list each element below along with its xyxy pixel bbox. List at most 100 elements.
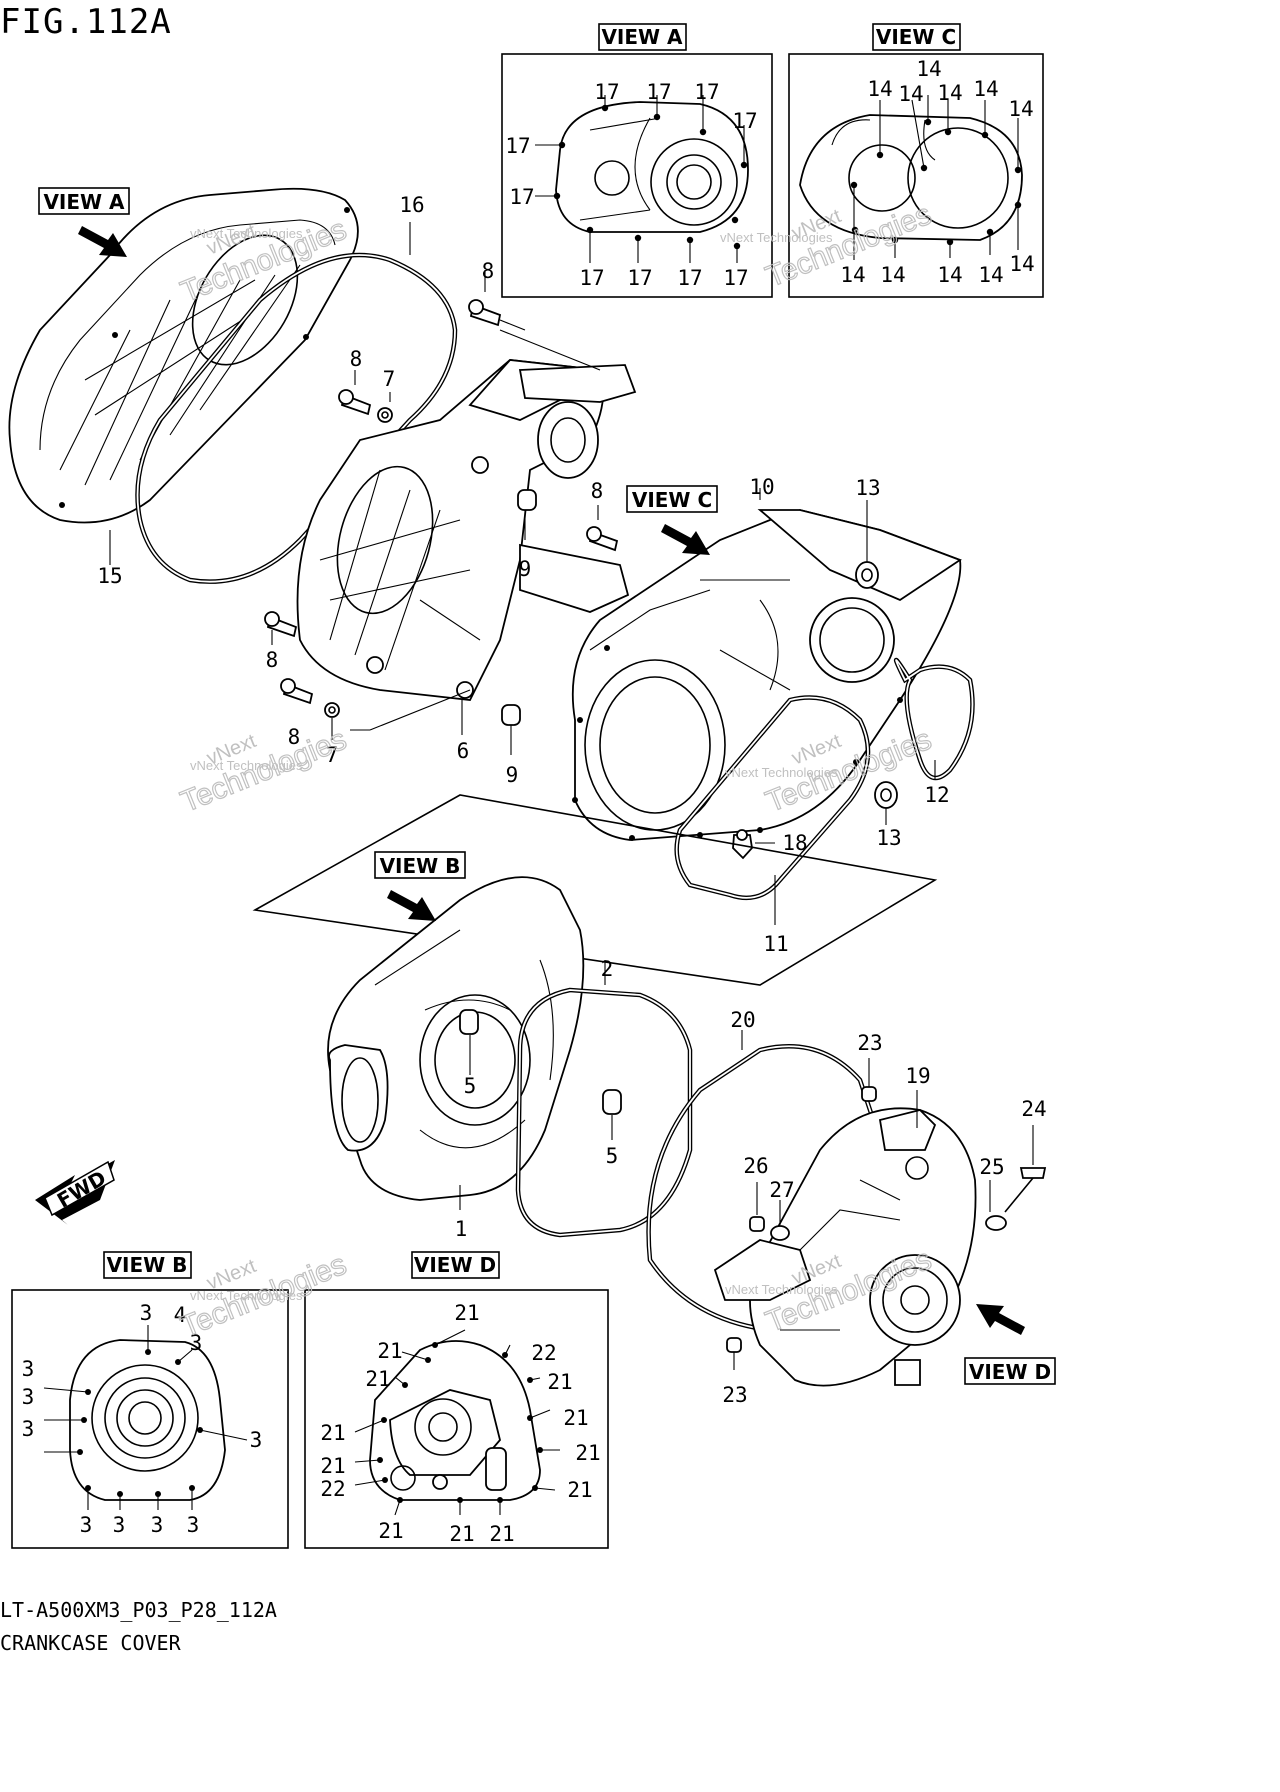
- part-3-label: 3: [250, 1428, 263, 1452]
- part-21-label: 21: [377, 1339, 402, 1363]
- part-17-label: 17: [732, 109, 757, 133]
- part-15-label: 15: [97, 564, 122, 588]
- crankcase-cover-part-10: 10 13 13 12 11 18: [571, 475, 975, 956]
- part-24-label: 24: [1021, 1097, 1046, 1121]
- part-17-label: 17: [594, 80, 619, 104]
- part-3-label: 3: [187, 1513, 200, 1537]
- part-4-label: 4: [174, 1303, 187, 1327]
- diagram-name: CRANKCASE COVER: [0, 1631, 181, 1655]
- magneto-cover-assembly: 5 5 1 2: [327, 876, 693, 1241]
- part-20-label: 20: [730, 1008, 755, 1032]
- part-9-label: 9: [519, 557, 532, 581]
- watermark-line3: vNext Technologies: [190, 758, 303, 773]
- part-17-label: 17: [509, 185, 534, 209]
- assembly-plane: [252, 794, 938, 986]
- outer-cover-part-15: [8, 187, 359, 524]
- view-d-pointer: VIEW D: [964, 1304, 1056, 1385]
- part-13-label: 13: [876, 826, 901, 850]
- view-a-pointer: VIEW A: [38, 187, 130, 257]
- view-c-pointer: VIEW C: [626, 485, 718, 555]
- part-26-label: 26: [743, 1154, 768, 1178]
- view-d-inset-tag: VIEW D: [414, 1253, 496, 1277]
- inner-case-part-6: [296, 329, 637, 701]
- figure-title: FIG.112A: [0, 2, 172, 42]
- part-14-label: 14: [1009, 252, 1034, 276]
- part-21-label: 21: [575, 1441, 600, 1465]
- part-14-label: 14: [916, 57, 941, 81]
- part-1-label: 1: [455, 1217, 468, 1241]
- view-a-tag: VIEW A: [43, 190, 125, 214]
- part-21-label: 21: [378, 1519, 403, 1543]
- watermark-line3: vNext Technologies: [190, 1288, 303, 1303]
- part-14-label: 14: [937, 263, 962, 287]
- part-14-label: 14: [880, 263, 905, 287]
- part-8-label: 8: [482, 259, 495, 283]
- part-21-label: 21: [449, 1522, 474, 1546]
- part-3-label: 3: [22, 1417, 35, 1441]
- part-11-label: 11: [763, 932, 788, 956]
- part-22-label: 22: [320, 1477, 345, 1501]
- watermark-line3: vNext Technologies: [725, 765, 838, 780]
- part-3-label: 3: [140, 1301, 153, 1325]
- part-21-label: 21: [365, 1367, 390, 1391]
- part-21-label: 21: [567, 1478, 592, 1502]
- view-b-pointer: VIEW B: [374, 851, 466, 921]
- view-d-tag: VIEW D: [969, 1360, 1051, 1384]
- part-9-label: 9: [506, 763, 519, 787]
- part-6-label: 6: [457, 739, 470, 763]
- part-8-label: 8: [591, 479, 604, 503]
- part-3-label: 3: [113, 1513, 126, 1537]
- part-14-label: 14: [973, 77, 998, 101]
- part-14-label: 14: [1008, 97, 1033, 121]
- view-c-tag: VIEW C: [632, 488, 712, 512]
- dipstick-part-24: [1019, 1167, 1047, 1179]
- part-17-label: 17: [627, 266, 652, 290]
- part-2-label: 2: [601, 957, 614, 981]
- part-23-label: 23: [722, 1383, 747, 1407]
- fwd-arrow: FWD: [35, 1160, 115, 1225]
- part-8-label: 8: [288, 725, 301, 749]
- part-18-label: 18: [782, 831, 807, 855]
- watermark-line3: vNext Technologies: [190, 226, 303, 241]
- view-b-tag: VIEW B: [380, 854, 461, 878]
- part-14-label: 14: [937, 81, 962, 105]
- view-a-inset-tag: VIEW A: [601, 25, 683, 49]
- part-21-label: 21: [454, 1301, 479, 1325]
- part-17-label: 17: [694, 80, 719, 104]
- part-14-label: 14: [898, 82, 923, 106]
- view-b-inset-tag: VIEW B: [107, 1253, 188, 1277]
- part-21-label: 21: [320, 1421, 345, 1445]
- part-10-label: 10: [749, 475, 774, 499]
- part-14-label: 14: [978, 263, 1003, 287]
- part-25-label: 25: [979, 1155, 1004, 1179]
- right-cover-assembly: 20 19 23 23 24 25 26 27: [646, 1008, 1047, 1407]
- part-17-label: 17: [723, 266, 748, 290]
- part-3-label: 3: [151, 1513, 164, 1537]
- part-17-label: 17: [579, 266, 604, 290]
- part-3-label: 3: [190, 1331, 203, 1355]
- view-c-inset-tag: VIEW C: [876, 25, 956, 49]
- case-fasteners: 8 8 7 8 8 8 7 9 9 6: [264, 259, 619, 787]
- part-19-label: 19: [905, 1064, 930, 1088]
- part-3-label: 3: [22, 1385, 35, 1409]
- part-5-label: 5: [606, 1144, 619, 1168]
- part-14-label: 14: [840, 263, 865, 287]
- part-21-label: 21: [547, 1370, 572, 1394]
- inset-view-d: VIEW D 21 21 22 21 21 21 21 21 21 22 21 …: [304, 1251, 609, 1549]
- inset-view-a: VIEW A 17 17 17 17 17 17 17 17 17 17: [501, 23, 773, 298]
- part-3-label: 3: [80, 1513, 93, 1537]
- part-17-label: 17: [505, 134, 530, 158]
- part-23-label: 23: [857, 1031, 882, 1055]
- part-7-label: 7: [326, 743, 339, 767]
- part-8-label: 8: [266, 648, 279, 672]
- outer-cover-assembly: 15 16: [8, 187, 458, 588]
- inset-view-c: VIEW C 14 14 14 14 14 14 14 14 14 14 14: [788, 23, 1044, 298]
- watermark-line3: vNext Technologies: [720, 230, 833, 245]
- part-14-label: 14: [867, 77, 892, 101]
- part-7-label: 7: [383, 367, 396, 391]
- inset-view-b: VIEW B 3 4 3 3 3 3 3 3 3 3 3: [11, 1251, 289, 1549]
- diagram-code: LT-A500XM3_P03_P28_112A: [0, 1598, 277, 1622]
- part-13-label: 13: [855, 476, 880, 500]
- part-17-label: 17: [677, 266, 702, 290]
